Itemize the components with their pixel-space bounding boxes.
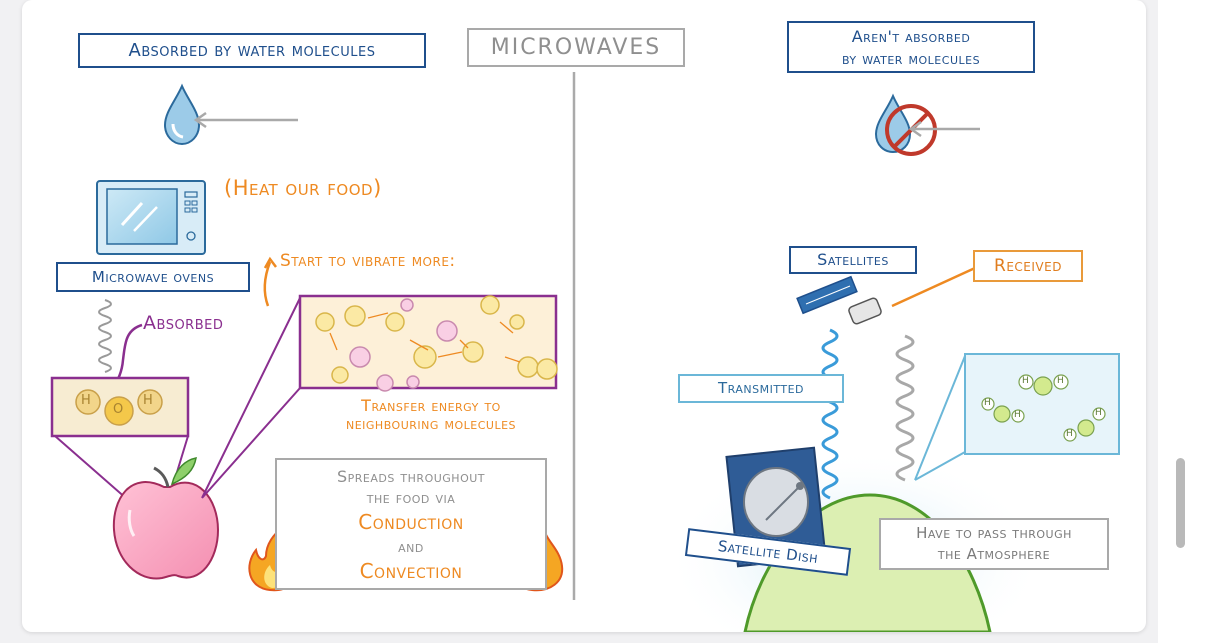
transmitted-wave (821, 328, 839, 500)
spreads-box: Spreads throughout the food via Conducti… (275, 458, 547, 590)
vibrating-molecules-box (298, 294, 558, 392)
atmosphere-note: Have to pass through the Atmosphere (879, 518, 1109, 570)
atmosphere-molecules-box (964, 353, 1120, 455)
atmosphere-atom-label-5: H (1066, 429, 1074, 439)
zoom-lines-box (201, 297, 301, 499)
arrow-blocked-icon (908, 120, 980, 138)
spreads-line2: the food via (366, 488, 456, 507)
satellite-icon (796, 266, 976, 325)
atmosphere-atom-label-4: H (1014, 410, 1022, 420)
spreads-joiner: and (398, 537, 424, 556)
vibrate-pointer (263, 261, 272, 307)
page-title: MICROWAVES (467, 28, 685, 67)
water-molecule-icon (75, 389, 163, 426)
absorbed-header: Absorbed by water molecules (78, 33, 426, 68)
vibrate-note: Start to vibrate more: (280, 251, 456, 271)
transfer-energy-line2: neighbouring molecules (345, 414, 517, 433)
apple-icon (112, 457, 220, 580)
not-absorbed-header-line2: by water molecules (841, 49, 981, 68)
conduction-term: Conduction (358, 510, 464, 534)
not-absorbed-header-line1: Aren't absorbed (851, 27, 971, 46)
microwave-wave-left (98, 299, 112, 373)
atmosphere-atom-label-1: H (1022, 376, 1030, 386)
received-wave (895, 334, 915, 482)
diagram-artwork (50, 72, 1120, 632)
atmosphere-atom-label-3: H (984, 398, 992, 408)
arrow-into-drop-icon (193, 111, 298, 129)
received-label: Received (973, 250, 1083, 282)
transfer-energy-note: Transfer energy to neighbouring molecule… (286, 397, 576, 433)
convection-term: Convection (359, 559, 463, 583)
microwave-ovens-label: Microwave ovens (56, 262, 250, 292)
satellite-dish-icon (725, 446, 827, 568)
transfer-energy-line1: Transfer energy to (361, 396, 501, 415)
diagram-canvas: H O H H H H H H H Absorbed by water mole… (22, 0, 1146, 632)
not-absorbed-header: Aren't absorbed by water molecules (787, 21, 1035, 73)
spreads-line1: Spreads throughout (336, 467, 485, 486)
zoom-lines-atmosphere (914, 355, 966, 481)
atmosphere-note-line2: the Atmosphere (937, 545, 1051, 563)
water-drop-icon (163, 83, 201, 146)
microwave-oven-icon (96, 180, 206, 255)
scrollbar-thumb[interactable] (1176, 458, 1185, 548)
scrollbar-track[interactable] (1158, 0, 1218, 643)
atmosphere-note-line1: Have to pass through (916, 524, 1072, 542)
absorbed-label: Absorbed (143, 312, 224, 334)
heat-food-note: (Heat our food) (224, 176, 382, 200)
transmitted-label: Transmitted (678, 374, 844, 403)
satellites-label: Satellites (789, 246, 917, 274)
atom-label-h1: H (81, 393, 92, 408)
atom-label-o: O (113, 402, 124, 417)
atmosphere-atom-label-6: H (1095, 408, 1103, 418)
atmosphere-atom-label-2: H (1057, 376, 1065, 386)
atom-label-h2: H (143, 393, 154, 408)
